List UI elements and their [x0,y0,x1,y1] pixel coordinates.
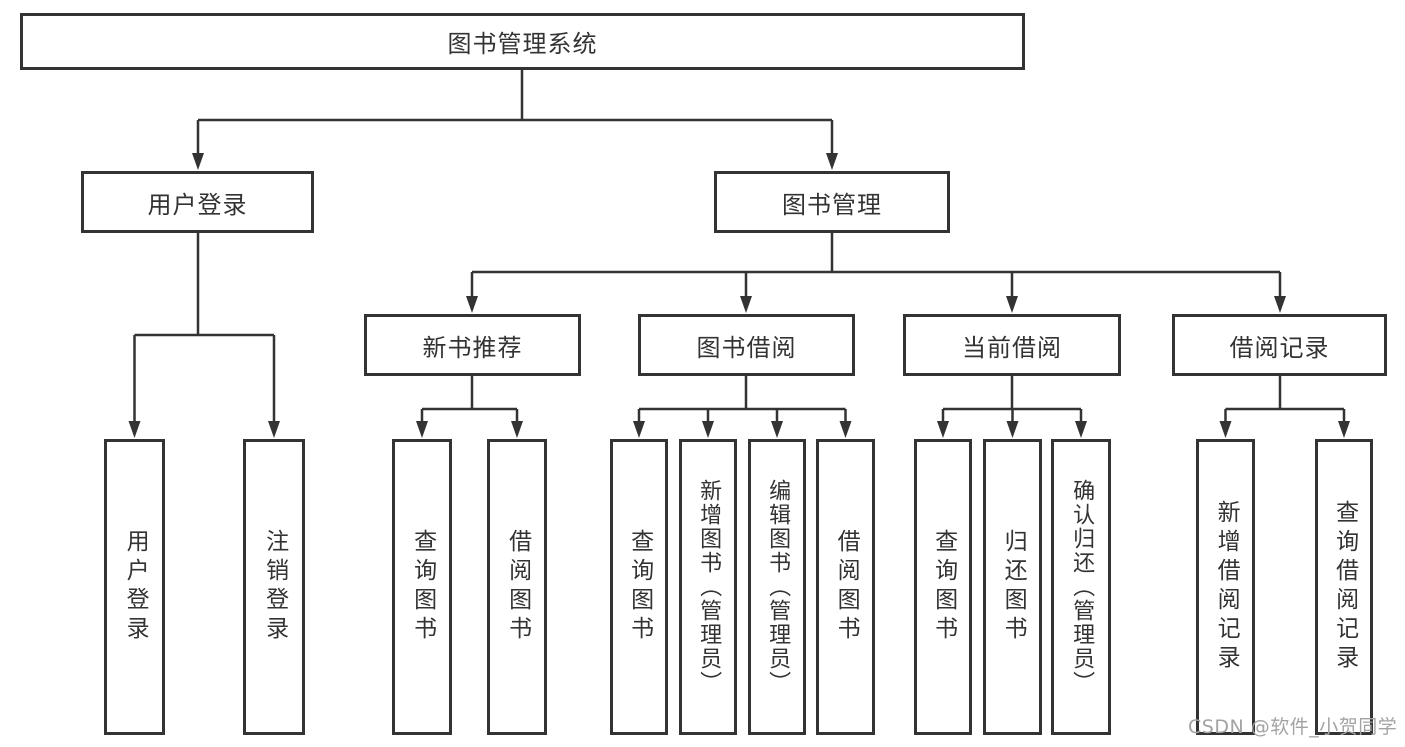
leaf-borrow-add-book-admin: 新增图书（管理员） [679,439,737,735]
node-label: 借阅图书 [833,529,860,645]
node-label: 新书推荐 [422,333,523,362]
csdn-watermark: CSDN @软件_小贺同学 [1188,716,1398,738]
arrowheads [128,153,1350,438]
leaf-current-query-book: 查询图书 [914,439,972,735]
leaf-logout-login: 注销登录 [243,439,305,735]
node-borrow-records: 借阅记录 [1172,314,1387,376]
node-label: 用户登录 [122,529,149,645]
node-label: 编辑图书（管理员） [765,479,791,695]
node-label: 查询图书 [930,529,957,645]
node-label: 新增图书（管理员） [696,479,722,695]
node-label: 查询图书 [409,529,436,645]
node-label: 新增借阅记录 [1213,500,1240,674]
leaf-borrow-edit-book-admin: 编辑图书（管理员） [748,439,806,735]
node-label: 注销登录 [261,529,288,645]
node-label: 归还图书 [1000,529,1027,645]
node-book-borrow: 图书借阅 [638,314,855,376]
node-label: 确认归还（管理员） [1069,479,1095,695]
node-user-login: 用户登录 [81,171,314,233]
leaf-records-query-record: 查询借阅记录 [1315,439,1373,735]
node-label: 图书借阅 [696,333,797,362]
leaf-current-return-book: 归还图书 [983,439,1042,735]
node-label: 图书管理系统 [447,30,598,58]
node-current-borrow: 当前借阅 [903,314,1121,376]
node-new-book-recommend: 新书推荐 [364,314,581,376]
leaf-user-login: 用户登录 [104,439,165,735]
leaf-recommend-borrow-book: 借阅图书 [487,439,547,735]
node-label: 当前借阅 [962,333,1062,362]
node-label: 借阅记录 [1229,333,1330,362]
leaf-borrow-borrow-book: 借阅图书 [816,439,875,735]
leaf-current-confirm-return-admin: 确认归还（管理员） [1051,439,1111,735]
node-label: 图书管理 [782,190,882,219]
node-label: 借阅图书 [504,529,531,645]
leaf-borrow-query-book: 查询图书 [610,439,668,735]
node-root-system: 图书管理系统 [20,13,1025,70]
node-label: 用户登录 [147,190,248,219]
node-book-management: 图书管理 [714,171,950,233]
leaf-recommend-query-book: 查询图书 [392,439,452,735]
node-label: 查询图书 [626,529,653,645]
node-label: 查询借阅记录 [1331,500,1358,674]
leaf-records-add-record: 新增借阅记录 [1196,439,1255,735]
